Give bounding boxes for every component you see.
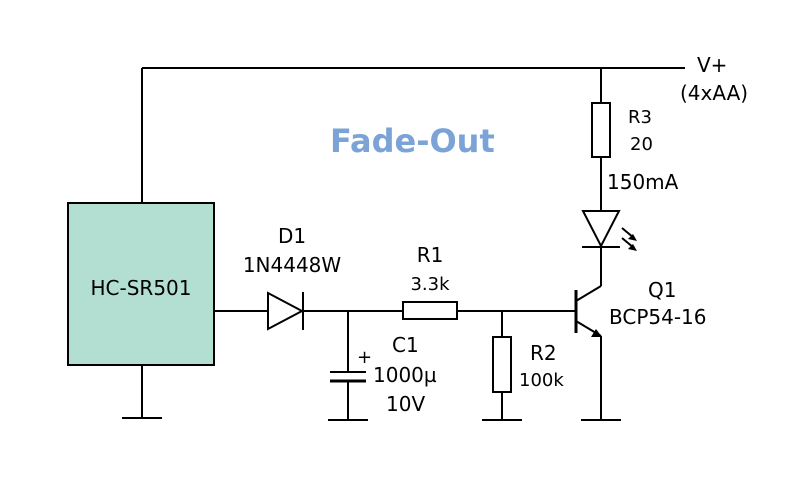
transistor-q1-symbol [574,285,621,421]
diagram-title: Fade-Out [330,122,495,160]
d1-name: D1 [278,224,306,248]
module-ground-symbol [122,365,162,419]
r1-value: 3.3k [410,274,450,295]
d1-part: 1N4448W [243,253,342,277]
module-label: HC-SR501 [91,276,192,300]
diode-d1-symbol [267,291,305,331]
c1-voltage: 10V [386,392,425,416]
q1-part: BCP54-16 [609,305,707,329]
c1-name: C1 [392,333,419,357]
r2-value: 100k [519,370,564,391]
r2-name: R2 [530,341,557,365]
led-symbol [581,210,621,286]
light-emission-icon [621,227,637,251]
c1-value: 1000µ [373,363,437,387]
r1-name: R1 [417,243,444,267]
hc-sr501-module [67,202,215,366]
c1-polarity: + [357,347,372,368]
resistor-r3-symbol [591,68,611,210]
supply-note: (4xAA) [680,81,748,105]
capacitor-c1-symbol [328,311,368,421]
supply-label: V+ [697,53,727,77]
supply-rail [141,67,685,203]
r3-value: 20 [630,134,653,155]
resistor-r2-symbol [482,311,522,421]
q1-name: Q1 [648,278,676,302]
led-current: 150mA [607,170,679,194]
r3-name: R3 [628,107,652,128]
resistor-r1-symbol [402,301,458,320]
